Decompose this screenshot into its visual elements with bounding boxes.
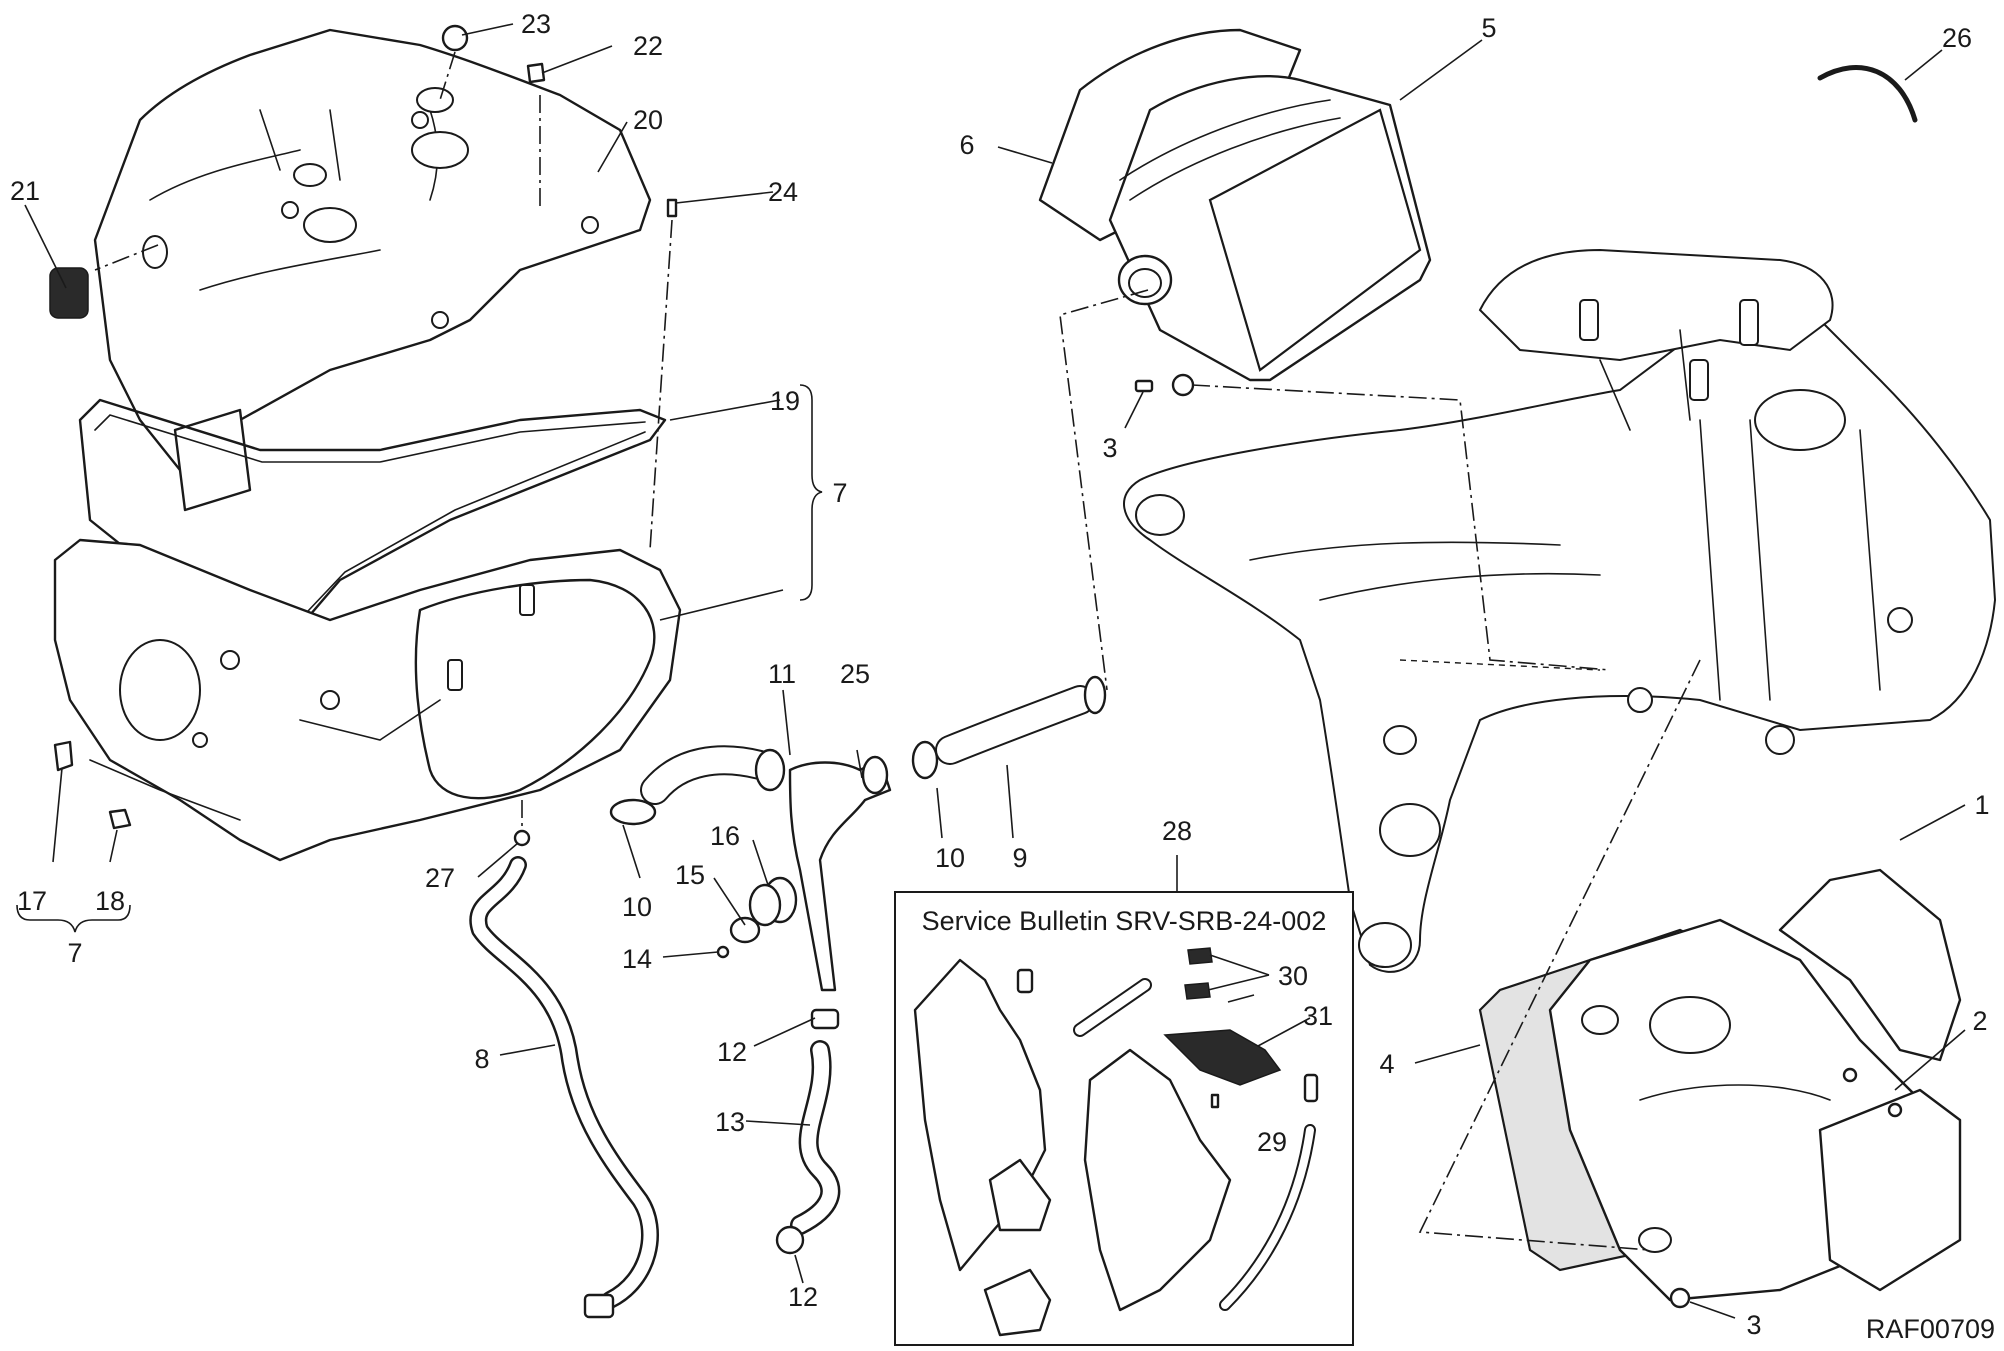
callout-11: 11 [768,659,796,689]
grommet-21 [49,267,89,319]
callout-10-left: 10 [622,892,652,922]
callout-23: 23 [521,9,551,39]
airbox-cover-20 [93,28,652,512]
callout-16: 16 [710,821,740,851]
clamp-27 [513,829,531,847]
callout-20: 20 [633,105,663,135]
breather-hose-8 [469,856,659,1319]
nut-23 [441,24,469,52]
callout-29: 29 [1257,1127,1287,1157]
callout-12-upper: 12 [717,1037,747,1067]
callout-19: 19 [770,386,800,416]
drain-hose-13 [775,1008,841,1255]
alignment-lines [94,51,1701,1251]
callout-10-right: 10 [935,843,965,873]
callout-3-upper: 3 [1102,433,1117,463]
filter-housing-top [1038,28,1432,397]
motorcycle-frame [1123,248,1997,973]
fastener-18 [108,808,132,830]
callout-4: 4 [1379,1049,1394,1079]
callout-8: 8 [474,1044,489,1074]
callout-24: 24 [768,177,798,207]
callout-12-lower: 12 [788,1282,818,1312]
callout-3-lower: 3 [1746,1310,1761,1340]
callout-25: 25 [840,659,870,689]
plug-parts [716,876,798,959]
callout-5: 5 [1481,13,1496,43]
clip-17 [53,740,74,772]
callout-14: 14 [622,944,652,974]
drawing-code: RAF00709 [1866,1314,1995,1344]
callout-17: 17 [17,886,47,916]
group-braces [16,384,823,933]
callout-27: 27 [425,863,455,893]
callout-labels: 1 2 3 3 4 5 6 7 7 8 9 10 10 11 12 12 13 … [10,9,1990,1340]
callout-21: 21 [10,176,40,206]
callout-26: 26 [1942,23,1972,53]
service-bulletin-box: Service Bulletin SRV-SRB-24-002 [894,891,1354,1346]
callout-28: 28 [1162,816,1192,846]
callout-2: 2 [1972,1006,1987,1036]
callout-1: 1 [1974,790,1989,820]
callout-9: 9 [1012,843,1027,873]
callout-15: 15 [675,860,705,890]
service-bulletin-title: Service Bulletin SRV-SRB-24-002 [922,906,1327,936]
callout-13: 13 [715,1107,745,1137]
callout-6: 6 [959,130,974,160]
lower-filter-duct [1478,868,1962,1309]
small-parts-left [49,24,678,847]
callout-31: 31 [1303,1001,1333,1031]
strap-26 [1817,65,1918,123]
leader-lines [24,23,1966,1319]
callout-7-right: 7 [832,478,847,508]
callout-22: 22 [633,31,663,61]
callout-18: 18 [95,886,125,916]
airbox-lower [53,538,682,862]
clip-22 [526,62,546,84]
callout-30: 30 [1278,961,1308,991]
intake-hoses [609,675,1107,992]
screw-24 [666,198,678,218]
callout-7-left: 7 [67,938,82,968]
